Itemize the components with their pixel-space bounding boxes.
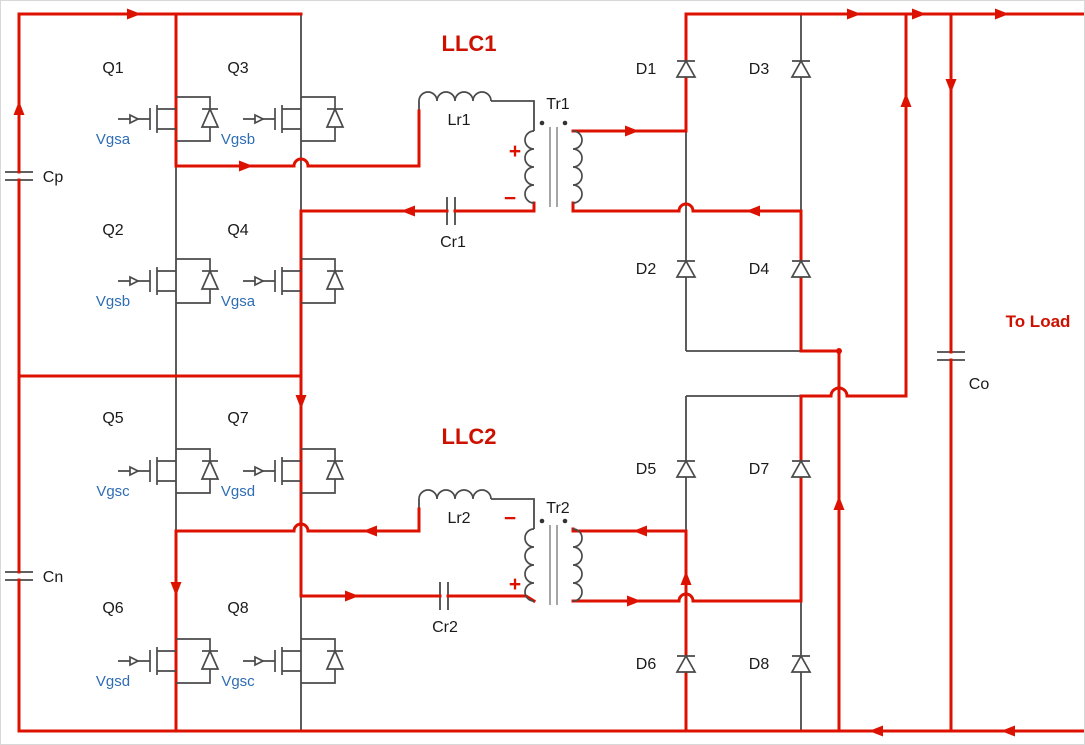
tr1-label: Tr1	[546, 96, 570, 113]
mosfet-q2	[117, 258, 219, 304]
labels: LLC1 LLC2 To Load Q1 Vgsa Q2 Vgsb Q3 Vgs…	[43, 31, 1071, 690]
q5-gate-label: Vgsc	[96, 483, 130, 500]
tr1-polarity-bottom: −	[504, 187, 516, 210]
tr2-label: Tr2	[546, 500, 570, 517]
inductor-lr1	[418, 91, 492, 102]
q8-label: Q8	[227, 600, 248, 617]
q7-label: Q7	[227, 410, 248, 427]
lr1-label: Lr1	[447, 112, 470, 129]
mosfet-q1	[117, 96, 219, 142]
q1-gate-label: Vgsa	[96, 131, 131, 148]
d7-label: D7	[749, 461, 770, 478]
mosfet-q4	[242, 258, 344, 304]
q7-gate-label: Vgsd	[221, 483, 255, 500]
stage-llc1-label: LLC1	[442, 31, 497, 56]
d2-label: D2	[636, 261, 657, 278]
q6-gate-label: Vgsd	[96, 673, 130, 690]
cr2-label: Cr2	[432, 619, 458, 636]
q1-label: Q1	[102, 60, 123, 77]
inductor-lr2	[418, 489, 492, 500]
tr2-polarity-top: −	[504, 507, 516, 530]
tr1-polarity-top: +	[509, 140, 521, 163]
cp-label: Cp	[43, 169, 64, 186]
components	[117, 60, 811, 684]
d1-label: D1	[636, 61, 657, 78]
tr2-polarity-bottom: +	[509, 573, 521, 596]
lr2-label: Lr2	[447, 510, 470, 527]
cr1-label: Cr1	[440, 234, 466, 251]
q5-label: Q5	[102, 410, 123, 427]
q4-gate-label: Vgsa	[221, 293, 256, 310]
diode-d6	[676, 655, 696, 673]
diode-d8	[791, 655, 811, 673]
d6-label: D6	[636, 656, 657, 673]
d8-label: D8	[749, 656, 770, 673]
q4-label: Q4	[227, 222, 248, 239]
current-path	[17, 12, 1084, 733]
mosfet-q6	[117, 638, 219, 684]
q3-label: Q3	[227, 60, 248, 77]
stage-llc2-label: LLC2	[442, 424, 497, 449]
cn-label: Cn	[43, 569, 63, 586]
diode-d3	[791, 60, 811, 78]
d3-label: D3	[749, 61, 770, 78]
circuit-wires	[5, 14, 965, 731]
mosfet-q5	[117, 448, 219, 494]
to-load-label: To Load	[1006, 312, 1071, 331]
mosfet-q3	[242, 96, 344, 142]
co-label: Co	[969, 376, 990, 393]
diode-d7	[791, 460, 811, 478]
d5-label: D5	[636, 461, 657, 478]
d4-label: D4	[749, 261, 770, 278]
transformer-tr1	[524, 120, 583, 207]
current-direction-arrows	[13, 8, 1015, 737]
q2-label: Q2	[102, 222, 123, 239]
q6-label: Q6	[102, 600, 123, 617]
q8-gate-label: Vgsc	[221, 673, 255, 690]
q3-gate-label: Vgsb	[221, 131, 255, 148]
diode-d1	[676, 60, 696, 78]
transformer-tr2	[524, 518, 583, 605]
diode-d2	[676, 260, 696, 278]
diode-d4	[791, 260, 811, 278]
diode-d5	[676, 460, 696, 478]
mosfet-q7	[242, 448, 344, 494]
mosfet-q8	[242, 638, 344, 684]
q2-gate-label: Vgsb	[96, 293, 130, 310]
